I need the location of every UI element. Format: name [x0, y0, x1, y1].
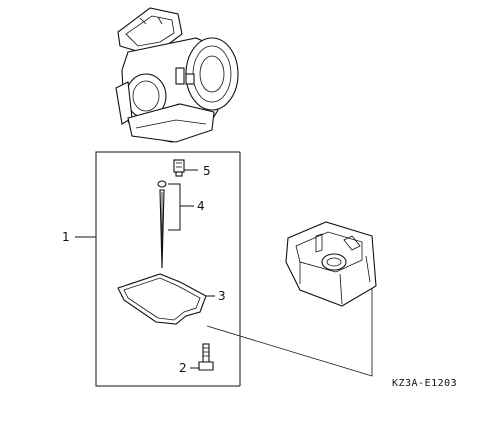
part-3-gasket	[117, 273, 215, 325]
part-2-bolt	[190, 343, 214, 371]
callout-1: 1	[62, 230, 70, 244]
part-4-needle	[157, 180, 194, 269]
callout-2: 2	[179, 361, 187, 375]
callout-5: 5	[203, 164, 211, 178]
callout-3: 3	[218, 289, 226, 303]
part-5-jet	[173, 159, 198, 177]
float-chamber	[285, 221, 377, 307]
callout-4: 4	[197, 199, 205, 213]
parts-kit-bracket	[75, 151, 241, 387]
figure-code: KZ3A-E1203	[392, 378, 457, 389]
carburetor-assembly	[115, 7, 239, 143]
